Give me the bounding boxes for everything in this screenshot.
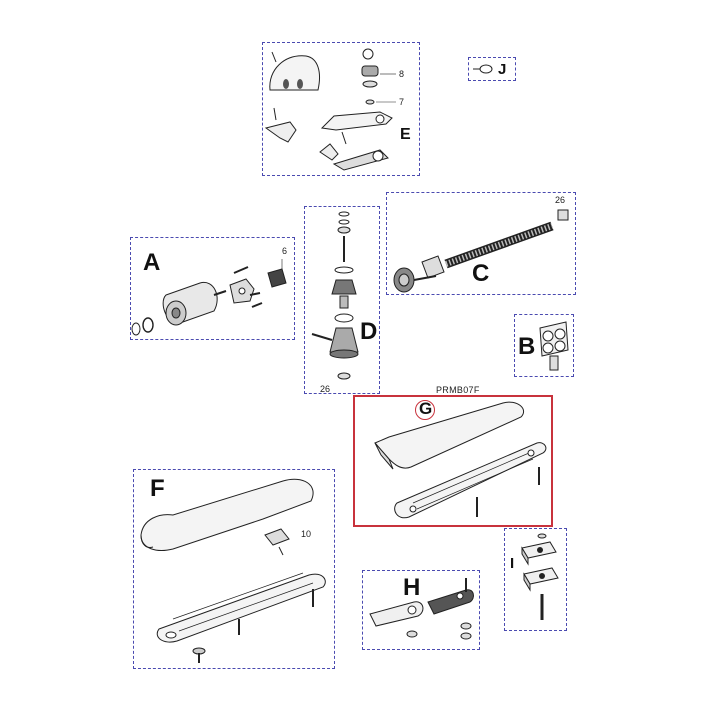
group-d-parts (311, 211, 359, 380)
group-f-box (133, 469, 335, 669)
group-label-j: J (498, 61, 507, 78)
group-g-marker-circle (415, 400, 435, 420)
callout-10: 10 (301, 529, 312, 539)
group-label-g: G (419, 399, 433, 418)
group-e-parts (264, 48, 396, 171)
group-j-box (468, 57, 516, 81)
callout-26-d: 26 (320, 384, 331, 394)
product-code-label: PRMB07F (436, 385, 480, 395)
group-label-a: A (143, 249, 161, 276)
group-c-parts (393, 209, 569, 293)
group-label-h: H (403, 574, 421, 601)
group-d-box (304, 206, 380, 394)
callout-26-c: 26 (555, 195, 566, 205)
group-a-parts (131, 259, 287, 336)
group-label-d: D (360, 318, 378, 345)
group-h-parts (369, 578, 474, 640)
group-label-b: B (518, 333, 536, 360)
group-b-parts (539, 321, 569, 371)
group-f-parts (140, 478, 326, 663)
group-label-e: E (400, 126, 411, 143)
group-e-box (262, 42, 420, 176)
group-label-f: F (150, 475, 165, 502)
callout-6: 6 (282, 246, 288, 256)
group-b-box (514, 314, 574, 377)
callout-7: 7 (399, 97, 405, 107)
callout-8: 8 (399, 69, 405, 79)
group-g-box (353, 395, 553, 527)
group-c-box (386, 192, 576, 295)
group-h-box (362, 570, 480, 650)
group-i-parts (521, 533, 559, 620)
group-g-parts (374, 401, 547, 519)
group-label-c: C (472, 260, 490, 287)
group-j-key-icon (473, 64, 493, 74)
group-i-box (504, 528, 567, 631)
group-label-i: I (510, 555, 515, 572)
group-a-box (130, 237, 295, 340)
